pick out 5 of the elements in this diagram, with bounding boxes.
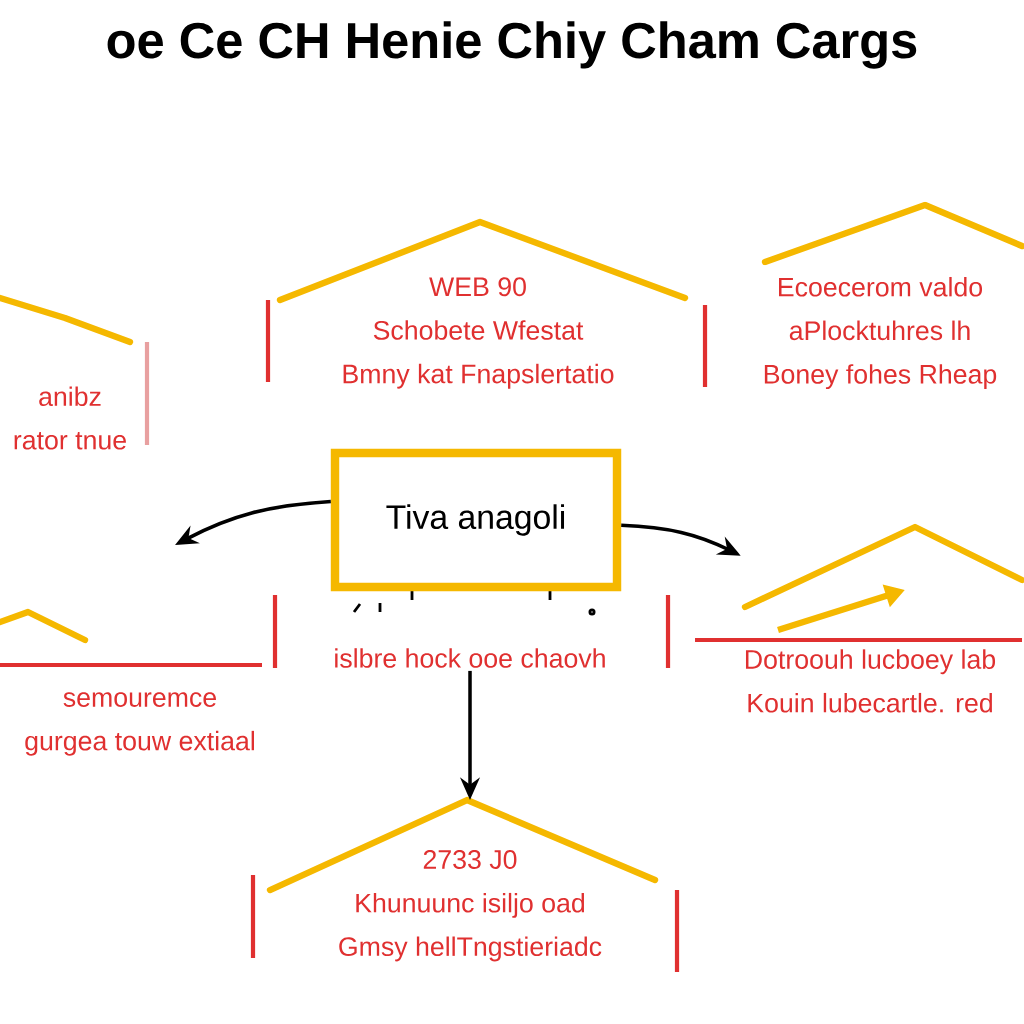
node-label: Dotroouh lucboey lab — [745, 649, 996, 675]
title: oe Ce CH Henie Chiy Cham Cargs — [107, 21, 917, 69]
node-label: Kouin lubecartle. red — [748, 692, 992, 713]
framed-box: Tiva anagoli — [330, 448, 622, 592]
text-block: islbre hock ooe chaovh — [272, 595, 671, 668]
